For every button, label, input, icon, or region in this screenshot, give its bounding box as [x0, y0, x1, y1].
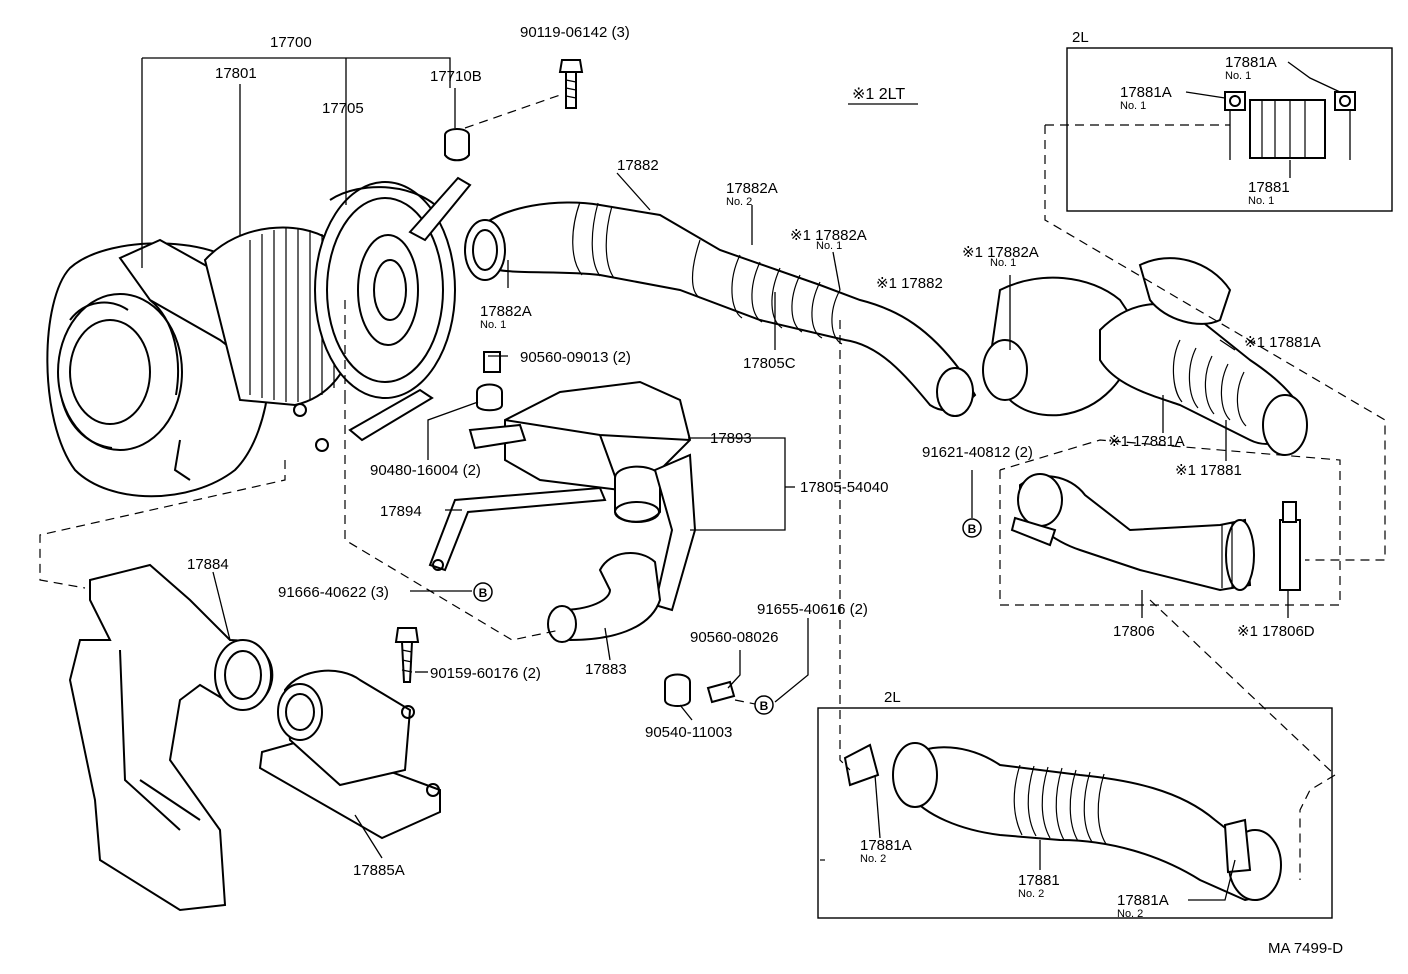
b-markers: B B B	[473, 518, 982, 715]
callout-17885a: 17885A	[353, 862, 405, 879]
adapter-17885a	[258, 669, 441, 840]
hose-17883	[547, 551, 662, 643]
callout-x1-17882a-no1-b: ※1 17882A	[962, 244, 1039, 261]
callout-90480-16004: 90480-16004 (2)	[370, 462, 481, 479]
marker-b-1: B	[473, 582, 493, 602]
callout-17700: 17700	[270, 34, 312, 51]
marker-b-3: B	[754, 695, 774, 715]
callout-17801: 17801	[215, 65, 257, 82]
turbo-outlet-hoses	[982, 257, 1308, 456]
callout-17881a-no2-right: 17881A	[1117, 892, 1169, 909]
inset-label-bottom: 2L	[884, 689, 901, 706]
callout-17881a-no1-right: 17881A	[1225, 54, 1277, 71]
bolt-90119	[558, 59, 584, 109]
callout-17881a-no2-left: 17881A	[860, 837, 912, 854]
callout-17881a-no1-left-sub: No. 1	[1120, 100, 1146, 112]
callout-17894: 17894	[380, 503, 422, 520]
svg-text:B: B	[760, 699, 769, 713]
callout-x1-17882a-no1-a-sub: No. 1	[816, 240, 842, 252]
callout-x1-17882: ※1 17882	[876, 275, 943, 292]
callout-17881-no1: 17881	[1248, 179, 1290, 196]
hose-ribs	[572, 201, 843, 345]
part-illustrations	[46, 59, 1356, 912]
variant-note: ※1 2LT	[852, 86, 905, 103]
callout-17881a-no2-left-sub: No. 2	[860, 853, 886, 865]
inset-hose-no2	[843, 742, 1282, 902]
callout-17882a-no1-sub: No. 1	[480, 319, 506, 331]
callout-17881a-no2-right-sub: No. 2	[1117, 908, 1143, 920]
turbo-hose-ribs	[1172, 339, 1247, 427]
callout-x1-17881a-top: ※1 17881A	[1244, 334, 1321, 351]
hose-17806	[1010, 473, 1301, 592]
callout-90560-08026: 90560-08026	[690, 629, 778, 646]
callout-17705: 17705	[322, 100, 364, 117]
inset-hose-no1	[1224, 91, 1356, 160]
callout-17881-no2-sub: No. 2	[1018, 888, 1044, 900]
callout-17710b: 17710B	[430, 68, 482, 85]
resonator-17893	[468, 380, 692, 523]
callout-90119-06142: 90119-06142 (3)	[520, 24, 630, 41]
callout-x1-17806d: ※1 17806D	[1237, 623, 1315, 640]
callout-17893: 17893	[710, 430, 752, 447]
duct-17884	[68, 563, 274, 912]
callout-17805-54040: 17805-54040	[800, 479, 888, 496]
callout-x1-17881a-mid: ※1 17881A	[1108, 433, 1185, 450]
bolt-90159	[394, 627, 420, 683]
inset-box-top-right	[1066, 47, 1393, 212]
callout-90560-09013: 90560-09013 (2)	[520, 349, 631, 366]
leader-lines	[141, 57, 1341, 901]
callout-17884: 17884	[187, 556, 229, 573]
callout-17882: 17882	[617, 157, 659, 174]
callout-17881a-no1-left: 17881A	[1120, 84, 1172, 101]
callout-17881-no2: 17881	[1018, 872, 1060, 889]
callout-17881-no1-sub: No. 1	[1248, 195, 1274, 207]
bracket-17894	[428, 453, 697, 612]
callout-x1-17881: ※1 17881	[1175, 462, 1242, 479]
inset-box-bottom	[817, 707, 1333, 919]
dashed-connectors	[39, 94, 1386, 880]
svg-text:B: B	[479, 586, 488, 600]
callout-90159-60176: 90159-60176 (2)	[430, 665, 541, 682]
callout-17883: 17883	[585, 661, 627, 678]
callout-x1-17882a-no1-a: ※1 17882A	[790, 227, 867, 244]
callout-17882a-no2-sub: No. 2	[726, 196, 752, 208]
small-hardware	[476, 351, 736, 707]
callout-x1-17882a-no1-b-sub: No. 1	[990, 257, 1016, 269]
inset-label-top: 2L	[1072, 29, 1089, 46]
callout-17882a-no2: 17882A	[726, 180, 778, 197]
callout-17805c: 17805C	[743, 355, 796, 372]
grommet-17710b	[444, 128, 470, 162]
air-cleaner-assembly	[46, 176, 472, 498]
diagram-code: MA 7499-D	[1268, 940, 1343, 957]
marker-b-2: B	[962, 518, 982, 538]
callout-17806: 17806	[1113, 623, 1155, 640]
inset-frames	[817, 47, 1393, 919]
callout-labels: 17700 17801 17705 17710B 90119-06142 (3)…	[187, 24, 1343, 957]
callout-90540-11003: 90540-11003	[645, 724, 732, 741]
callout-17882a-no1: 17882A	[480, 303, 532, 320]
callout-91666-40622: 91666-40622 (3)	[278, 584, 389, 601]
inset-hose-ribs	[1013, 764, 1107, 845]
callout-91621-40812: 91621-40812 (2)	[922, 444, 1033, 461]
callout-17881a-no1-right-sub: No. 1	[1225, 70, 1251, 82]
svg-text:B: B	[968, 522, 977, 536]
callout-91655-40616: 91655-40616 (2)	[757, 601, 868, 618]
intake-hose-17882	[464, 201, 977, 417]
